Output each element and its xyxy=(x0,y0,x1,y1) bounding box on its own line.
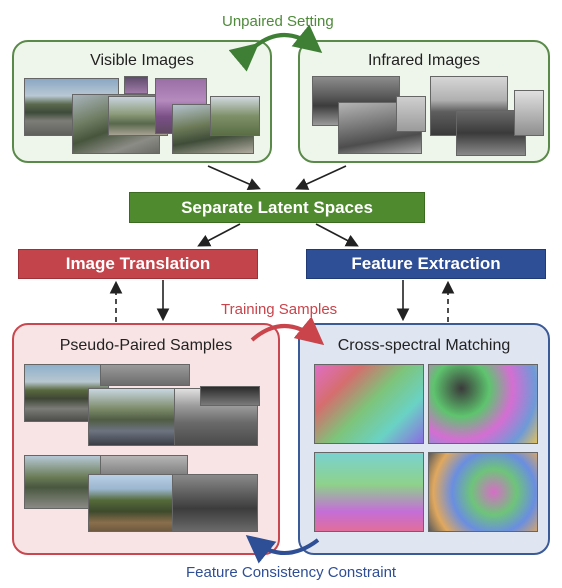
arrow-visible-to-latent xyxy=(207,165,261,190)
unpaired-setting-arrow xyxy=(228,24,323,72)
visible-images-title: Visible Images xyxy=(90,52,194,69)
arrow-latent-to-translation xyxy=(197,223,241,247)
pseudo-infrared-road xyxy=(100,364,190,386)
pseudo-visible-trees xyxy=(88,474,174,532)
feature-consistency-arrow xyxy=(245,534,320,564)
feature-extraction-box: Feature Extraction xyxy=(306,249,546,279)
matching-feature-map-1 xyxy=(314,364,424,444)
arrow-latent-to-extraction xyxy=(315,223,359,247)
image-translation-box: Image Translation xyxy=(18,249,258,279)
infrared-image-3 xyxy=(396,96,426,132)
matching-feature-map-3 xyxy=(314,452,424,532)
visible-image-small-sign xyxy=(124,76,148,94)
feature-consistency-constraint-label: Feature Consistency Constraint xyxy=(186,564,397,581)
matching-feature-map-4 xyxy=(428,452,538,532)
arrow-infrared-to-latent xyxy=(295,165,347,190)
infrared-image-5 xyxy=(514,90,544,136)
cross-spectral-matching-title: Cross-spectral Matching xyxy=(337,337,511,354)
infrared-images-title: Infrared Images xyxy=(367,52,481,69)
infrared-image-4 xyxy=(456,110,526,156)
separate-latent-spaces-box: Separate Latent Spaces xyxy=(129,192,425,223)
pseudo-paired-samples-title: Pseudo-Paired Samples xyxy=(59,337,233,354)
pseudo-infrared-trees xyxy=(172,474,258,532)
training-samples-label: Training Samples xyxy=(221,301,338,318)
pseudo-visible-cars xyxy=(88,388,176,446)
training-samples-arrow xyxy=(250,316,325,346)
pseudo-infrared-small xyxy=(200,386,260,406)
visible-image-street-5 xyxy=(210,96,260,136)
matching-feature-map-2 xyxy=(428,364,538,444)
